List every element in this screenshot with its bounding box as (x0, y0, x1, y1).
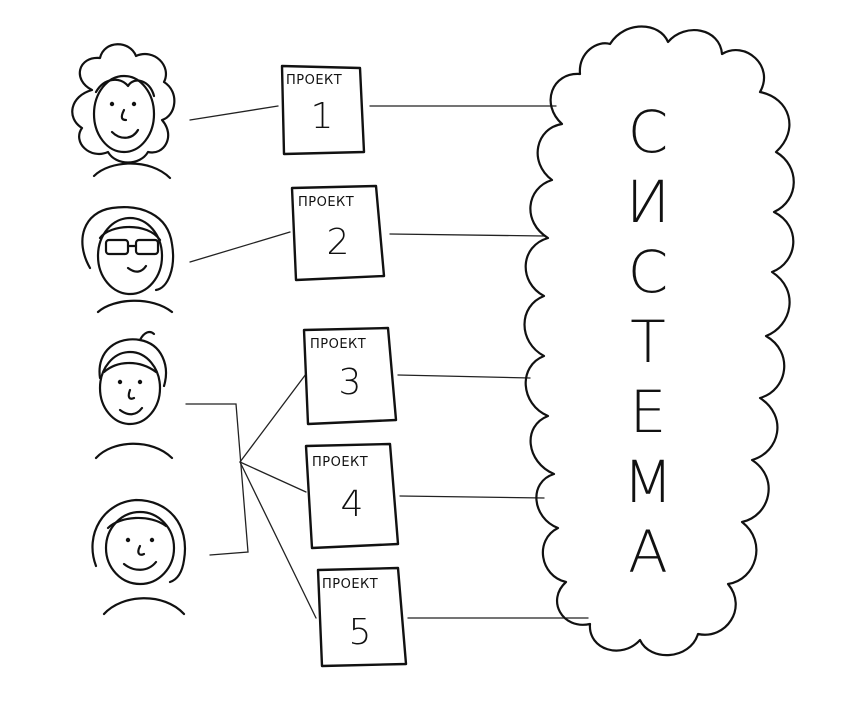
system-letter-3: С (628, 238, 669, 306)
connector-bracket-persons-3-4 (185, 403, 249, 556)
connector-bracket-to-project3 (239, 373, 307, 463)
project-3-card: ПРОЕКТ 3 (302, 326, 398, 426)
connector-bracket-to-project4 (239, 461, 307, 493)
project-3-number: 3 (339, 362, 362, 403)
short-hair-shoulders (94, 442, 174, 460)
curly-shoulders (92, 162, 172, 180)
person-curly-hair-icon (71, 43, 176, 180)
system-letter-4: Т (630, 308, 665, 376)
connector-bracket-to-project5 (239, 461, 317, 619)
system-letter-6: М (623, 448, 673, 516)
project-4-title: ПРОЕКТ (312, 455, 368, 470)
person-glasses-icon (81, 206, 175, 314)
project-3-sheet (302, 326, 398, 426)
project-2-sheet (290, 184, 386, 282)
project-5-card: ПРОЕКТ 5 (316, 566, 408, 668)
connector-project3-system (397, 374, 531, 379)
project-2-number: 2 (327, 222, 350, 263)
project-5-sheet (316, 566, 408, 668)
system-cloud-outline (523, 25, 795, 657)
system-letter-1: С (628, 98, 669, 166)
person-short-hair-icon (94, 330, 174, 460)
curly-bangs (94, 78, 156, 98)
bob-hair (91, 498, 187, 584)
curly-hair (71, 43, 176, 164)
project-5-title: ПРОЕКТ (322, 577, 378, 592)
project-3-title: ПРОЕКТ (310, 337, 366, 352)
project-system-connectors (369, 105, 589, 619)
system-letter-7: А (628, 518, 668, 586)
connector-project4-system (399, 495, 545, 499)
project-2-card: ПРОЕКТ 2 (290, 184, 386, 282)
project-1-sheet (280, 64, 366, 156)
system-letter-5: Е (630, 378, 667, 446)
project-5-number: 5 (349, 612, 372, 653)
project-1-number: 1 (311, 96, 334, 137)
glasses-face (96, 216, 164, 296)
person-project-connectors (185, 105, 317, 619)
connector-person1-project1 (189, 105, 279, 121)
connector-person2-project2 (189, 231, 291, 263)
glasses-shoulders (96, 299, 174, 314)
project-4-card: ПРОЕКТ 4 (304, 442, 400, 550)
project-4-sheet (304, 442, 400, 550)
project-1-card: ПРОЕКТ 1 (280, 64, 366, 156)
person-bob-hair-icon (91, 498, 187, 616)
curly-face (92, 74, 156, 154)
connector-project2-system (389, 233, 545, 237)
system-letter-2: И (626, 168, 670, 236)
short-hair-face (98, 350, 162, 426)
project-4-number: 4 (341, 484, 364, 525)
project-2-title: ПРОЕКТ (298, 195, 354, 210)
project-1-title: ПРОЕКТ (286, 73, 342, 88)
bob-shoulders (102, 597, 186, 616)
glasses-hair (81, 206, 175, 292)
